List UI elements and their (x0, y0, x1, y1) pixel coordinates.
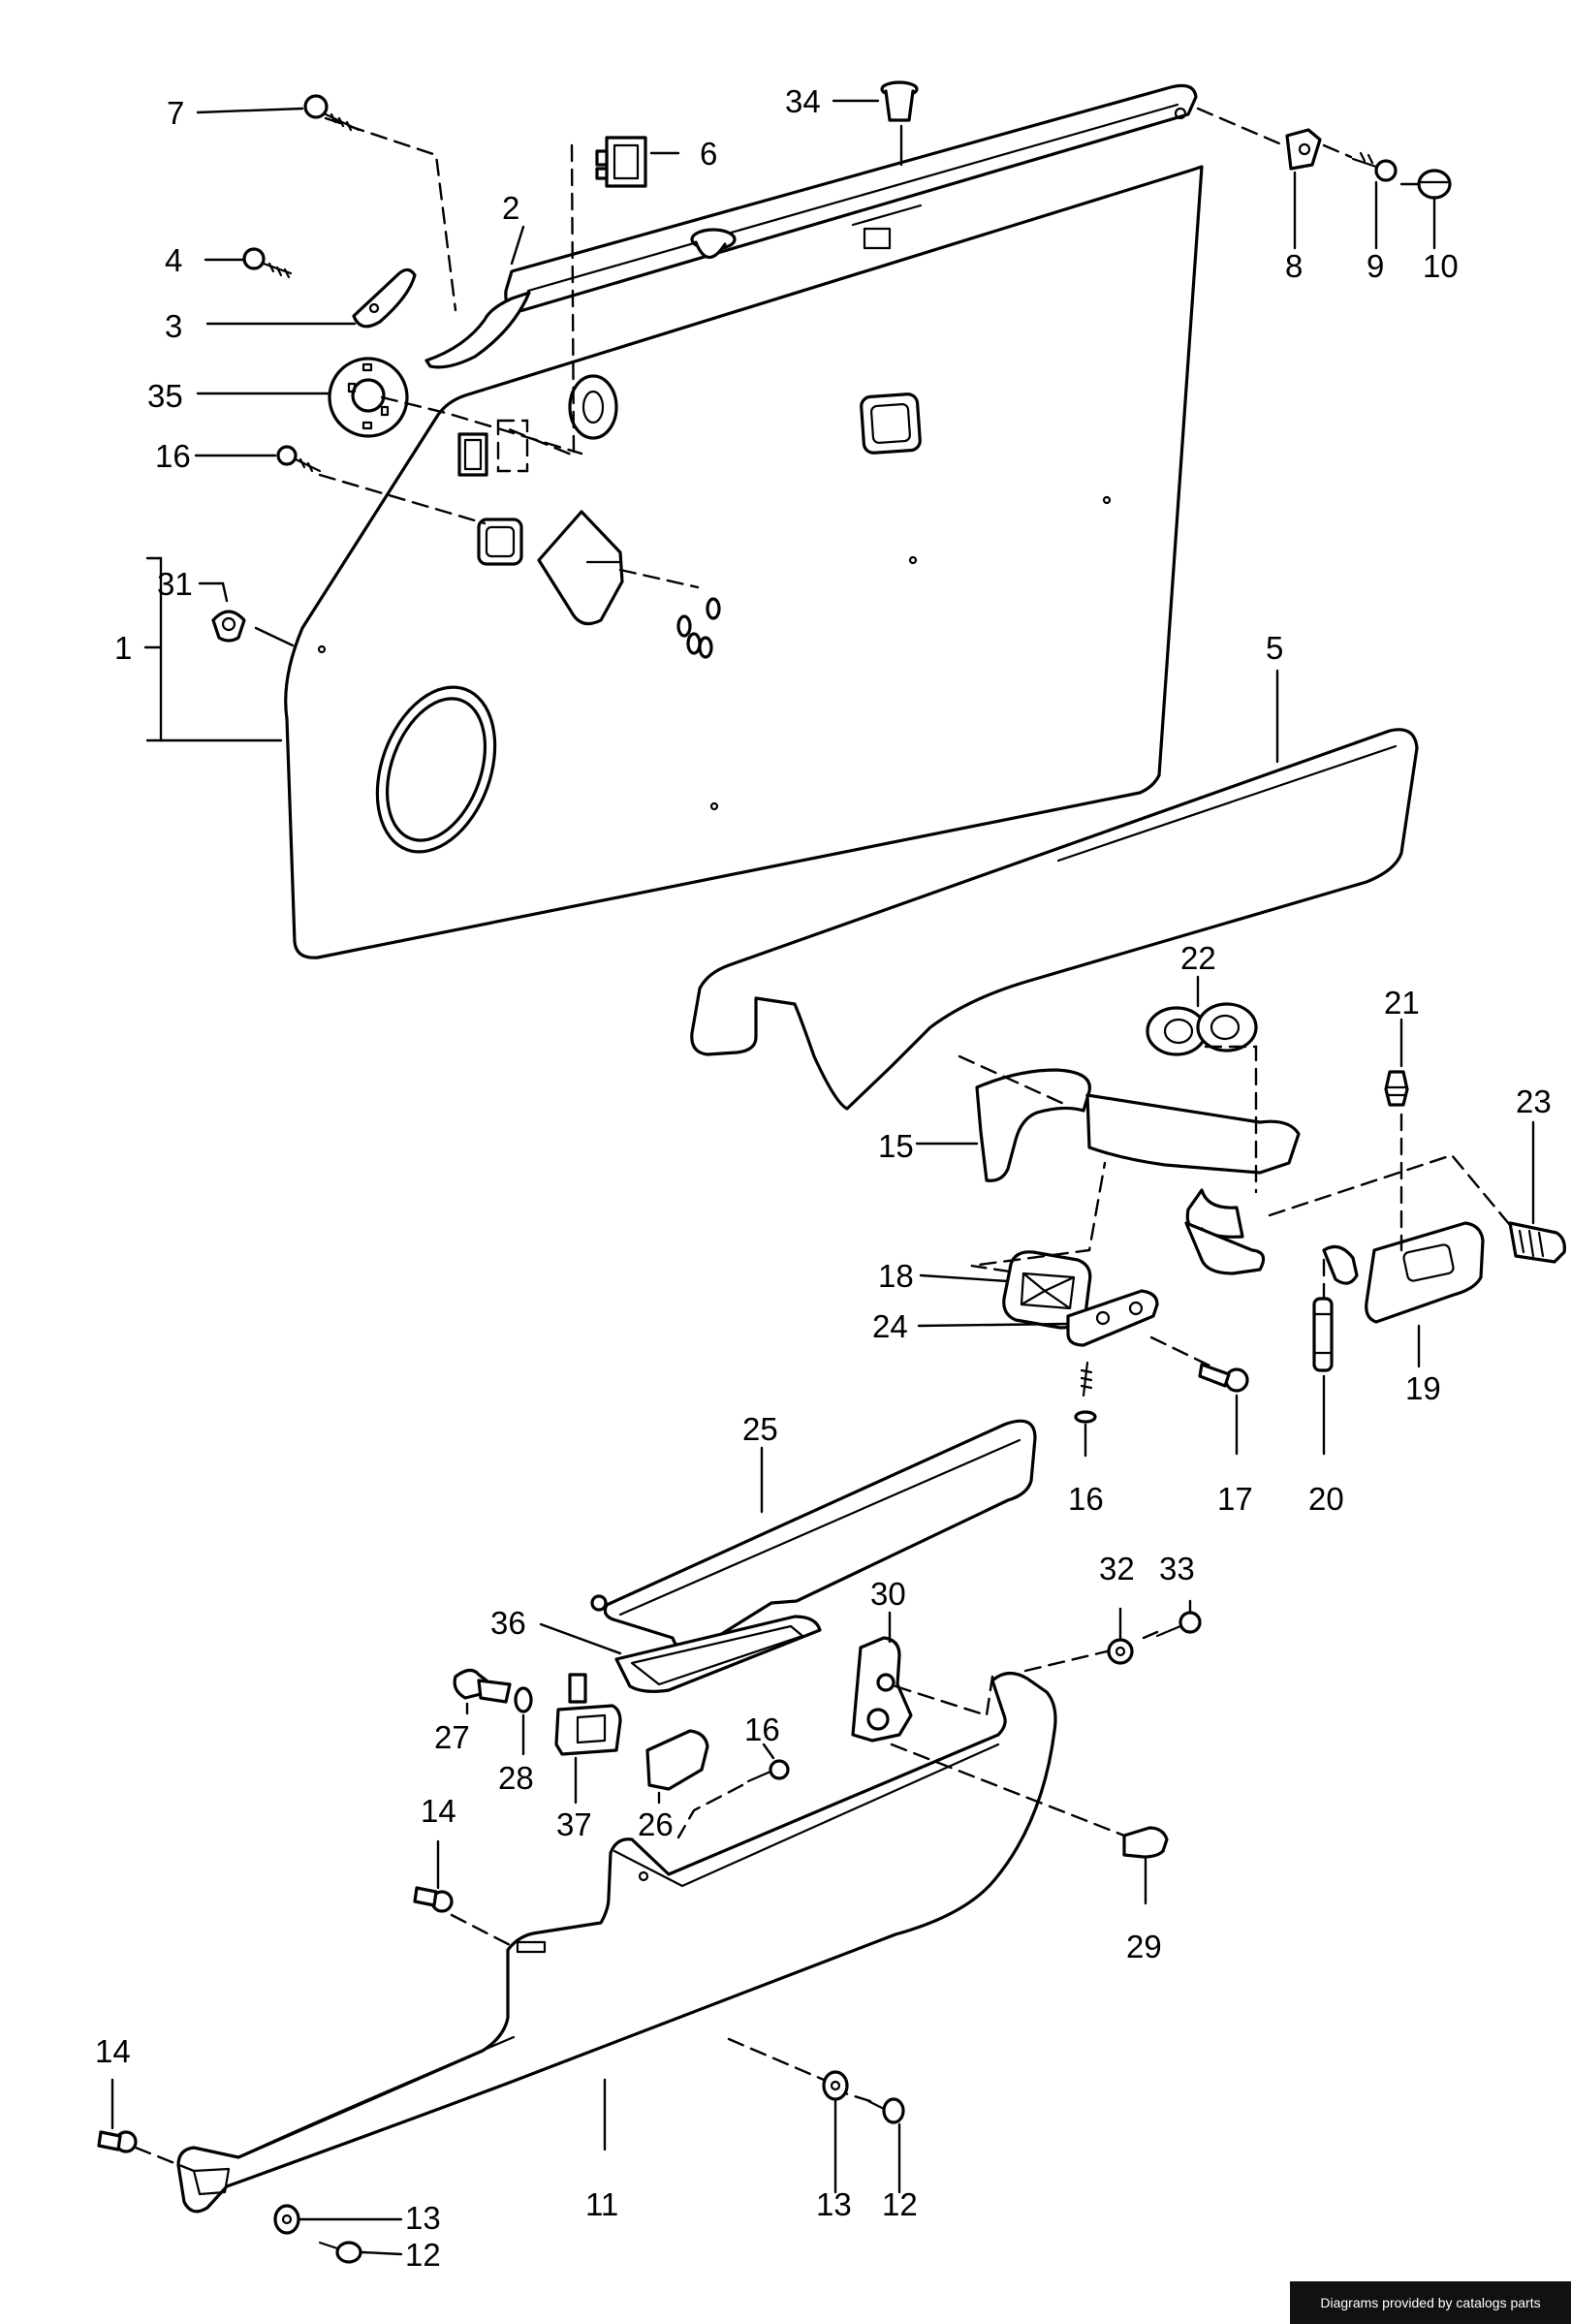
callout-24: 24 (872, 1308, 908, 1344)
callout-26: 26 (638, 1806, 674, 1842)
cover-19 (1365, 1221, 1485, 1324)
callout-31: 31 (157, 566, 193, 602)
callout-16-middle: 16 (1068, 1481, 1104, 1517)
washer-32 (1107, 1638, 1134, 1665)
callout-30: 30 (870, 1576, 906, 1612)
callout-35: 35 (147, 378, 183, 414)
callout-labels: 1 2 3 4 5 6 7 8 9 10 11 12 12 13 13 14 1… (95, 83, 1552, 2273)
callout-12-right: 12 (882, 2186, 918, 2222)
small-rings (676, 597, 721, 659)
screw-17 (1198, 1363, 1249, 1393)
callout-22: 22 (1180, 940, 1216, 976)
callout-16-upper: 16 (155, 438, 191, 474)
callout-10: 10 (1423, 248, 1459, 284)
screw-16-middle (1074, 1361, 1097, 1424)
screw-4 (242, 247, 293, 279)
screw-14-lower (97, 2130, 138, 2153)
callout-32: 32 (1099, 1551, 1135, 1586)
callout-14-lower: 14 (95, 2033, 131, 2069)
callout-13-right: 13 (816, 2186, 852, 2222)
callout-15: 15 (878, 1128, 914, 1164)
switch-6 (595, 136, 647, 188)
washer-28 (514, 1686, 533, 1713)
callout-9: 9 (1367, 248, 1384, 284)
screw-12-left (318, 2241, 362, 2264)
callout-20: 20 (1308, 1481, 1344, 1517)
callout-36: 36 (490, 1605, 526, 1641)
round-clip (568, 374, 618, 440)
callout-17: 17 (1217, 1481, 1253, 1517)
callout-19: 19 (1405, 1370, 1441, 1406)
washer-13-right (822, 2070, 849, 2101)
screw-33 (1155, 1611, 1202, 1638)
callout-14-upper: 14 (421, 1793, 456, 1829)
callout-3: 3 (165, 308, 182, 344)
callout-27: 27 (434, 1719, 470, 1755)
screw-12-right (866, 2097, 905, 2124)
callout-11: 11 (585, 2186, 618, 2222)
callout-33: 33 (1159, 1551, 1195, 1586)
callout-12-left: 12 (405, 2237, 441, 2273)
stud-21 (1384, 1070, 1409, 1107)
callout-34: 34 (785, 83, 821, 119)
callout-4: 4 (165, 242, 182, 278)
callout-5: 5 (1266, 630, 1283, 666)
screw-9 (1351, 151, 1398, 182)
grommet-22 (1146, 1002, 1258, 1056)
callout-21: 21 (1384, 985, 1420, 1021)
nut-clip-8 (1285, 128, 1322, 171)
callout-8: 8 (1285, 248, 1303, 284)
pin-29 (1122, 1826, 1169, 1859)
callout-28: 28 (498, 1760, 534, 1796)
screw-7 (303, 94, 361, 132)
callout-7: 7 (167, 95, 184, 131)
cap-10 (1417, 169, 1452, 200)
callout-18: 18 (878, 1258, 914, 1294)
screw-14-upper (413, 1886, 454, 1913)
footer-credit: Diagrams provided by catalogs parts (1290, 2281, 1571, 2324)
callout-25: 25 (742, 1411, 778, 1447)
felt-pad-36 (614, 1615, 822, 1693)
assembly-lines (134, 107, 1512, 2173)
washer-13-left (273, 2204, 300, 2235)
callout-29: 29 (1126, 1929, 1162, 1964)
disk-35 (328, 357, 409, 438)
callout-1: 1 (114, 630, 132, 666)
callout-13-left: 13 (405, 2200, 441, 2236)
clip-34 (880, 80, 919, 122)
lock-catch-30 (851, 1636, 913, 1743)
clip-31 (211, 610, 246, 643)
screw-16-upper (276, 445, 322, 473)
lock-cover (477, 510, 624, 626)
pin-20 (1312, 1297, 1334, 1372)
door-trim-panel (284, 165, 1204, 959)
plate-24 (1066, 1289, 1159, 1347)
trim-strip-5 (690, 728, 1419, 1111)
bolt-23 (1508, 1221, 1566, 1264)
block-26 (645, 1729, 709, 1791)
upper-window-rail (424, 83, 1198, 369)
screw-16-lower (746, 1759, 790, 1783)
bolt-27 (453, 1668, 512, 1704)
armrest-bracket-11 (176, 1671, 1057, 2214)
callout-16-lower: 16 (744, 1712, 780, 1747)
bracket-37 (554, 1673, 622, 1756)
end-cap-3 (352, 267, 417, 329)
pull-handle-15 (975, 1068, 1359, 1285)
armrest-pad-25 (590, 1419, 1037, 1651)
callout-6: 6 (700, 136, 717, 172)
callout-23: 23 (1516, 1083, 1552, 1119)
callout-37: 37 (556, 1806, 592, 1842)
leader-lines (110, 99, 1535, 2256)
callout-2: 2 (502, 190, 519, 226)
